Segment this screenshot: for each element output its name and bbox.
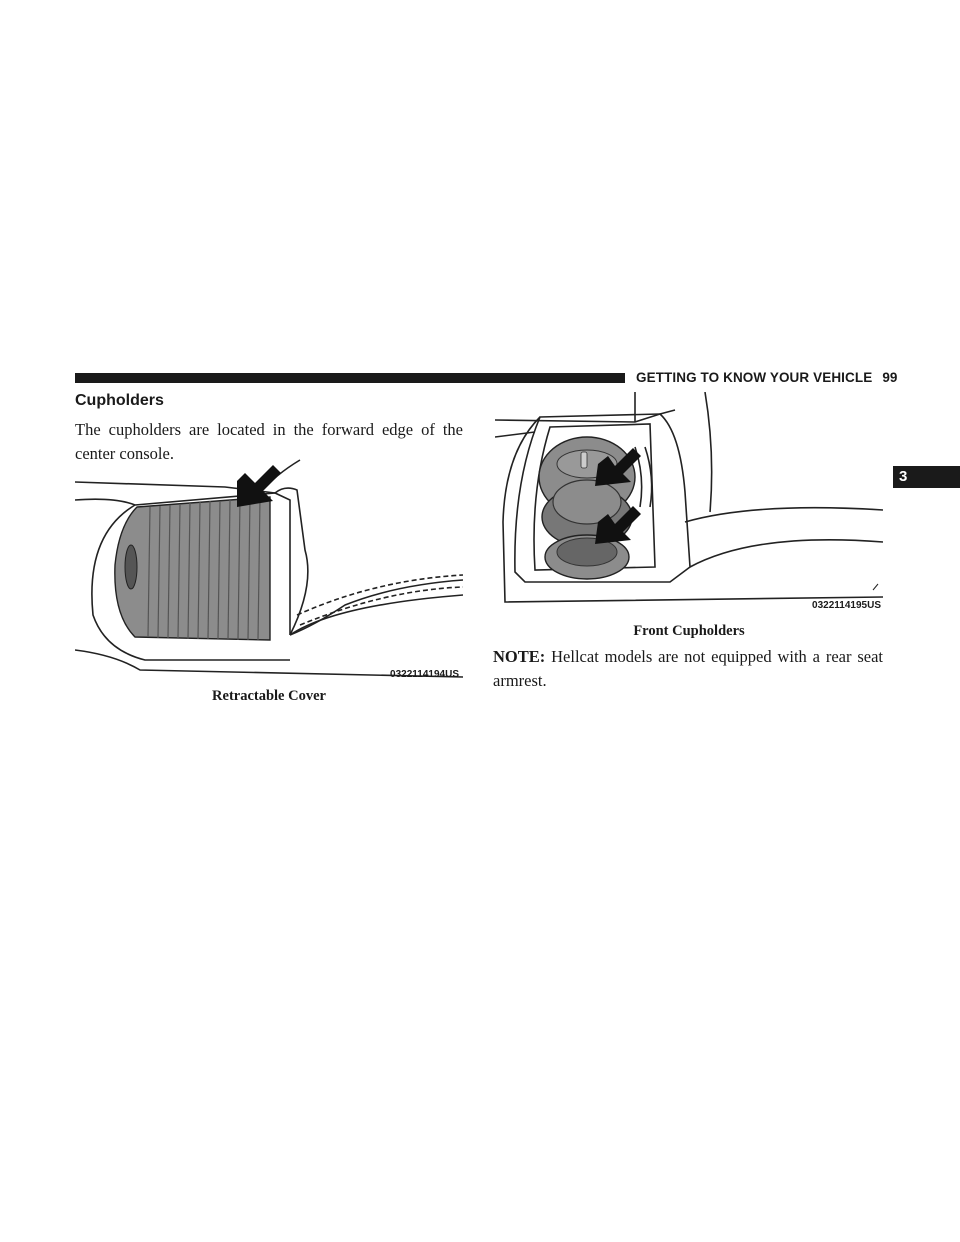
note-paragraph: NOTE: Hellcat models are not equipped wi…	[493, 645, 883, 693]
chapter-tab: 3	[893, 466, 960, 488]
running-header: GETTING TO KNOW YOUR VEHICLE 99	[636, 371, 898, 385]
page-number: 99	[882, 370, 898, 385]
figure-code: 0322114195US	[812, 600, 881, 611]
figure-code: 0322114194US	[390, 669, 459, 680]
note-body: Hellcat models are not equipped with a r…	[493, 647, 883, 690]
retractable-cover-illustration: 0322114194US	[75, 455, 463, 685]
section-title: Cupholders	[75, 392, 164, 409]
front-cupholders-illustration: 0322114195US	[495, 392, 883, 616]
retractable-cover-drawing	[75, 459, 463, 678]
intro-paragraph: The cupholders are located in the forwar…	[75, 420, 463, 463]
front-cupholders-drawing	[495, 392, 883, 603]
header-rule	[75, 373, 625, 383]
note-label: NOTE:	[493, 647, 546, 666]
figure-caption-front-cupholders: Front Cupholders	[633, 623, 745, 639]
header-section-title: GETTING TO KNOW YOUR VEHICLE	[636, 370, 873, 385]
figure-caption-retractable-cover: Retractable Cover	[212, 688, 326, 704]
